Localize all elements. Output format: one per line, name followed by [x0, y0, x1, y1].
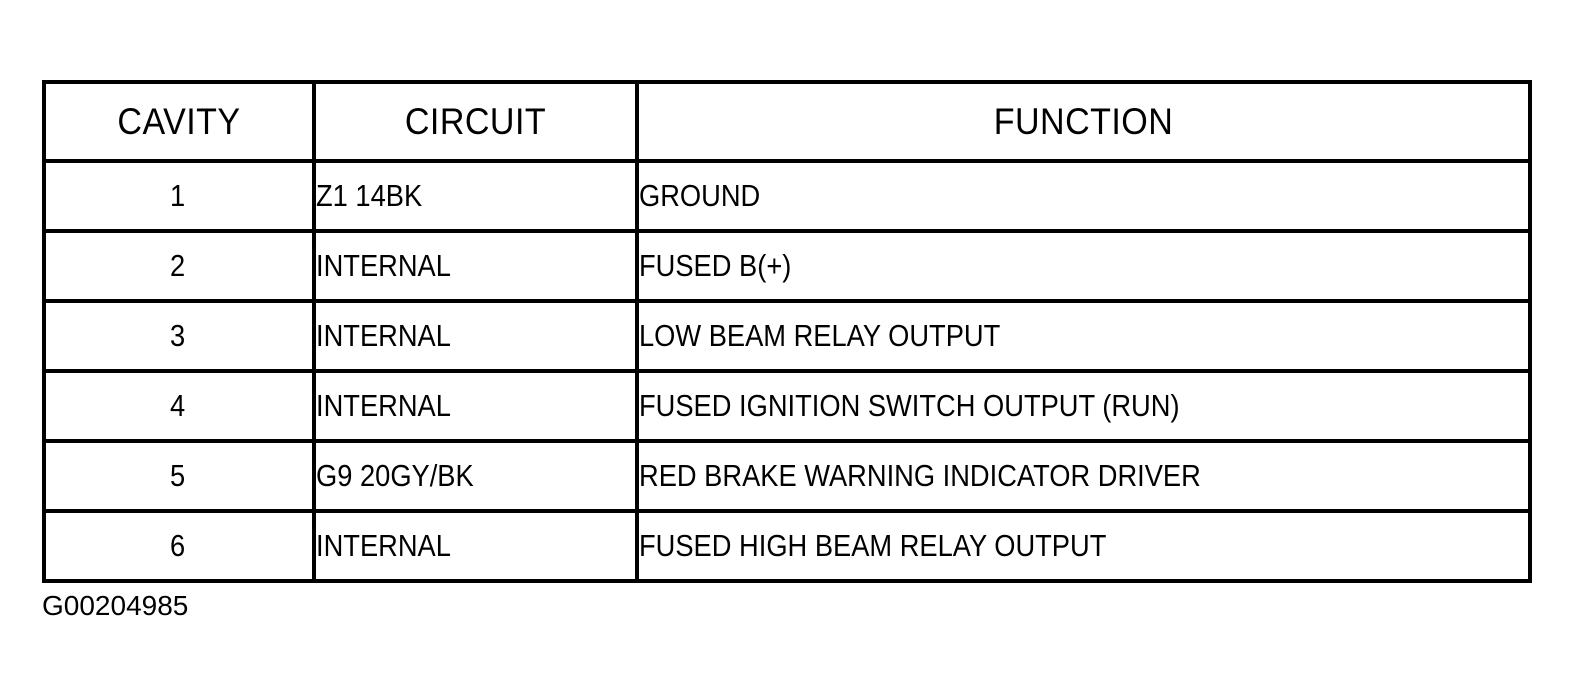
column-header-function-label: FUNCTION — [993, 100, 1174, 142]
function-cell: FUSED HIGH BEAM RELAY OUTPUT — [635, 509, 1532, 583]
circuit-value: INTERNAL — [316, 248, 451, 283]
cavity-cell: 4 — [42, 369, 316, 443]
function-value: RED BRAKE WARNING INDICATOR DRIVER — [639, 458, 1201, 493]
circuit-cell: INTERNAL — [312, 229, 639, 303]
cavity-value: 3 — [170, 318, 186, 353]
header-row: CAVITY CIRCUIT FUNCTION — [44, 80, 1530, 163]
column-header-circuit-label: CIRCUIT — [404, 100, 547, 142]
circuit-value: INTERNAL — [316, 528, 451, 563]
circuit-value: INTERNAL — [316, 318, 451, 353]
cavity-value: 1 — [170, 178, 186, 213]
table-header: CAVITY CIRCUIT FUNCTION — [44, 80, 1530, 163]
function-cell: FUSED B(+) — [635, 229, 1532, 303]
cavity-cell: 5 — [42, 439, 316, 513]
function-value: LOW BEAM RELAY OUTPUT — [639, 318, 1001, 353]
cavity-value: 2 — [170, 248, 186, 283]
cavity-value: 4 — [170, 388, 186, 423]
function-value: FUSED IGNITION SWITCH OUTPUT (RUN) — [639, 388, 1180, 423]
table-row: 6 INTERNAL FUSED HIGH BEAM RELAY OUTPUT — [42, 509, 1532, 583]
figure-caption: G00204985 — [42, 590, 189, 621]
circuit-cell: Z1 14BK — [312, 159, 639, 233]
cavity-cell: 2 — [42, 229, 316, 303]
function-cell: LOW BEAM RELAY OUTPUT — [635, 299, 1532, 373]
circuit-cell: INTERNAL — [312, 369, 639, 443]
table-body: 1 Z1 14BK GROUND 2 INTERNAL FUSED B(+) 3… — [42, 159, 1532, 583]
column-header-function: FUNCTION — [670, 80, 1497, 163]
cavity-cell: 3 — [42, 299, 316, 373]
table-row: 1 Z1 14BK GROUND — [42, 159, 1532, 233]
cavity-cell: 6 — [42, 509, 316, 583]
table-row: 2 INTERNAL FUSED B(+) — [42, 229, 1532, 303]
function-cell: FUSED IGNITION SWITCH OUTPUT (RUN) — [635, 369, 1532, 443]
column-header-cavity-label: CAVITY — [117, 100, 241, 142]
circuit-value: INTERNAL — [316, 388, 451, 423]
circuit-cell: G9 20GY/BK — [312, 439, 639, 513]
column-header-cavity: CAVITY — [52, 80, 306, 163]
circuit-value: G9 20GY/BK — [316, 458, 474, 493]
cavity-value: 5 — [170, 458, 186, 493]
function-cell: RED BRAKE WARNING INDICATOR DRIVER — [635, 439, 1532, 513]
circuit-cell: INTERNAL — [312, 299, 639, 373]
circuit-value: Z1 14BK — [316, 178, 423, 213]
cavity-cell: 1 — [42, 159, 316, 233]
table-row: 4 INTERNAL FUSED IGNITION SWITCH OUTPUT … — [42, 369, 1532, 443]
function-value: FUSED B(+) — [639, 248, 792, 283]
cavity-value: 6 — [170, 528, 186, 563]
function-value: FUSED HIGH BEAM RELAY OUTPUT — [639, 528, 1107, 563]
connector-pinout-table: CAVITY CIRCUIT FUNCTION 1 Z1 14BK GROUND… — [42, 80, 1532, 583]
table-row: 5 G9 20GY/BK RED BRAKE WARNING INDICATOR… — [42, 439, 1532, 513]
function-cell: GROUND — [635, 159, 1532, 233]
circuit-cell: INTERNAL — [312, 509, 639, 583]
function-value: GROUND — [639, 178, 761, 213]
column-header-circuit: CIRCUIT — [325, 80, 626, 163]
table-row: 3 INTERNAL LOW BEAM RELAY OUTPUT — [42, 299, 1532, 373]
